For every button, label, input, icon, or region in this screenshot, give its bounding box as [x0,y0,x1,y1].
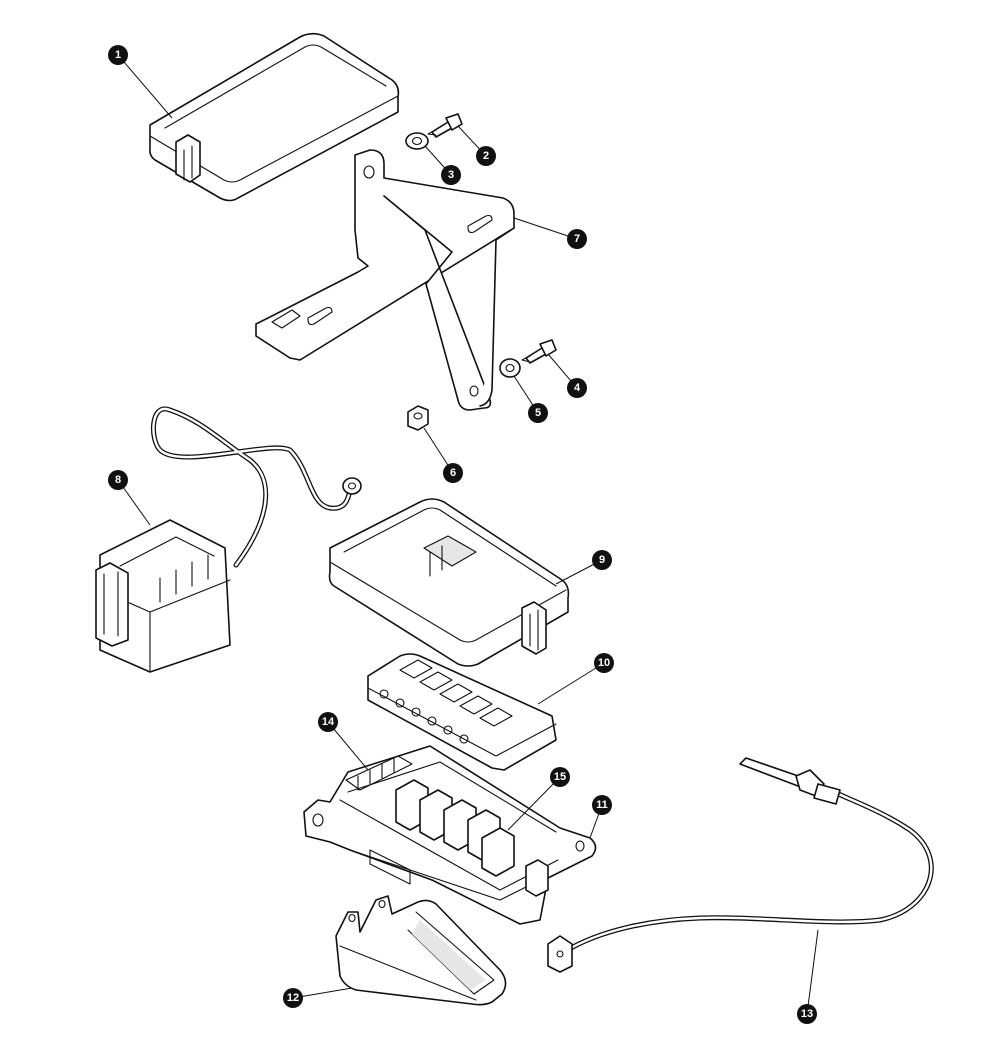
callout-14: 14 [318,712,338,732]
callout-12: 12 [283,988,303,1008]
callout-4: 4 [567,378,587,398]
part-fusebox-body [303,745,597,925]
callout-15: 15 [550,767,570,787]
part-washer-lower [499,358,521,378]
callout-8: 8 [108,470,128,490]
callout-15-label: 15 [554,771,566,783]
callout-14-label: 14 [322,716,335,728]
callout-4-label: 4 [574,382,581,394]
callout-11: 11 [592,795,612,815]
callout-1: 1 [108,45,128,65]
part-relay-with-lead [95,406,362,673]
leader-lines [117,54,819,1015]
callout-7: 7 [567,229,587,249]
callout-10-label: 10 [598,657,610,669]
callout-2: 2 [476,146,496,166]
callout-6: 6 [443,463,463,483]
part-nut [407,405,429,431]
part-fuse-carrier [367,653,557,771]
callout-9: 9 [592,550,612,570]
callout-9-label: 9 [599,554,605,566]
callout-13-label: 13 [801,1008,813,1020]
callout-1-label: 1 [115,49,121,61]
part-sensor-cable [547,757,934,973]
callout-8-label: 8 [115,474,121,486]
callout-6-label: 6 [450,467,456,479]
callout-3: 3 [441,165,461,185]
callout-7-label: 7 [574,233,580,245]
callout-13: 13 [797,1004,817,1024]
callout-11-label: 11 [596,799,608,811]
callout-5: 5 [528,403,548,423]
part-washer-upper [405,132,429,150]
part-screw-lower [521,339,557,364]
part-lower-cover [335,895,507,1006]
callout-10: 10 [594,653,614,673]
part-screw-upper [427,113,463,138]
part-cover-top [149,32,400,202]
callout-3-label: 3 [448,169,454,181]
part-bracket [255,149,515,411]
callout-5-label: 5 [535,407,541,419]
callout-12-label: 12 [287,992,299,1004]
part-fusebox-lid [328,498,570,667]
callout-2-label: 2 [483,150,489,162]
